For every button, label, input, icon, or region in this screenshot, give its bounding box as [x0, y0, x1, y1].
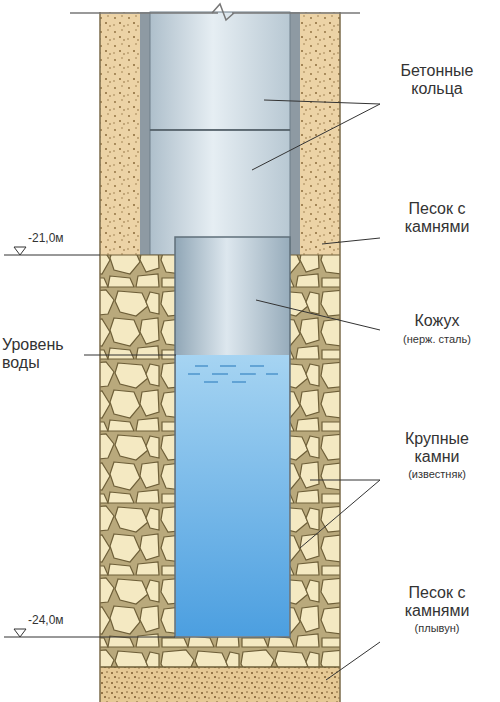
water-level-label: Уровень воды [2, 336, 82, 373]
ring-label: Бетонные кольца [383, 62, 491, 99]
casing-label: Кожух [383, 312, 491, 330]
casing-note: (нерж. сталь) [383, 333, 491, 346]
level-mark: -24,0м [28, 614, 94, 628]
quicksand-label: Песок с камнями [383, 584, 491, 621]
sand-label: Песок с камнями [383, 200, 491, 237]
stones-label: Крупные камни [383, 430, 491, 467]
level-mark: -21,0м [28, 232, 94, 246]
stones-note: (известняк) [383, 468, 491, 481]
quicksand-note: (плывун) [383, 622, 491, 635]
